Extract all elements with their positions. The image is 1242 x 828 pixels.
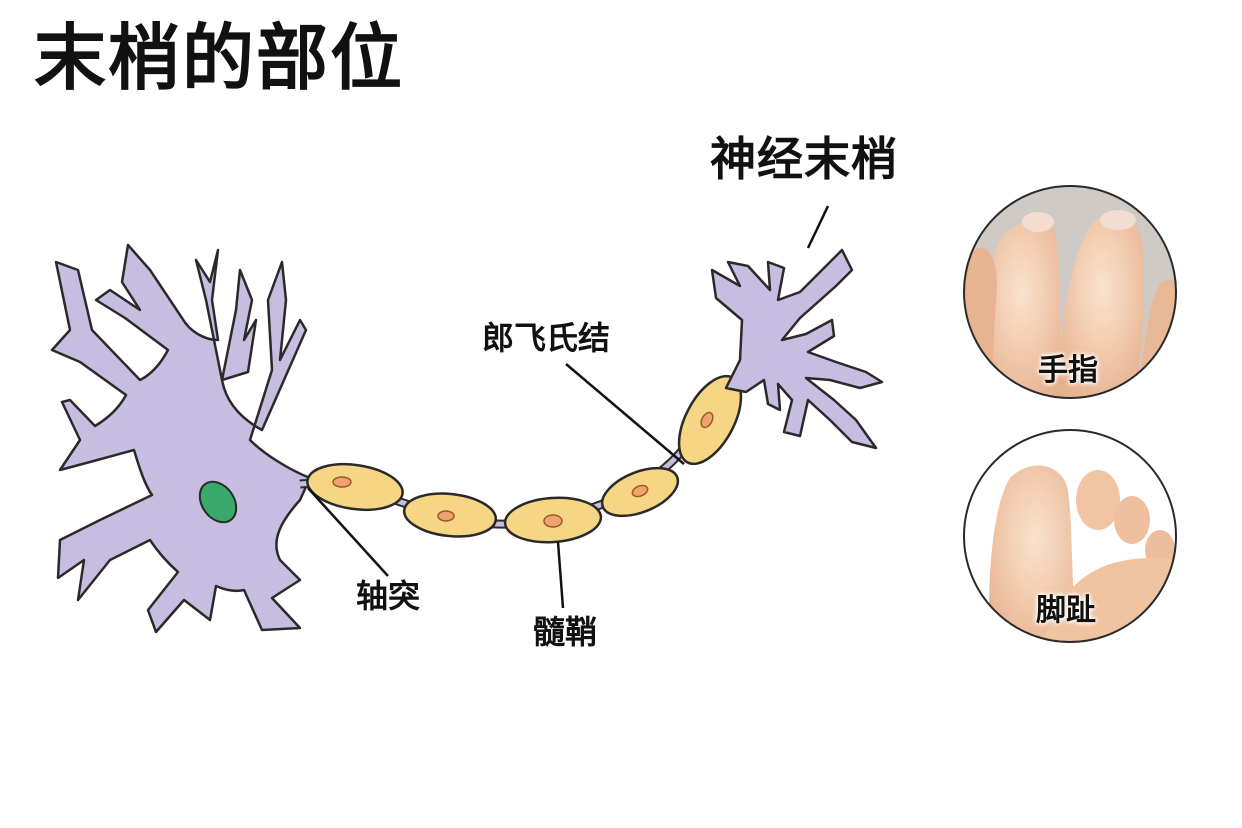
label-nerve-ending: 神经末梢 — [710, 132, 898, 186]
cell-body — [50, 243, 312, 634]
myelin-segment — [306, 462, 404, 512]
leader-nerve-ending — [806, 205, 830, 249]
label-node-of-ranvier: 郎飞氏结 — [482, 319, 611, 357]
label-myelin-sheath: 髓鞘 — [533, 613, 598, 651]
leader-node-of-ranvier — [565, 363, 685, 465]
page-title: 末梢的部位 — [34, 16, 405, 100]
leader-axon — [307, 487, 389, 577]
label-finger: 手指 — [1038, 353, 1098, 388]
axon-terminal — [710, 248, 884, 450]
label-axon: 轴突 — [356, 577, 421, 615]
label-toe: 脚趾 — [1036, 593, 1096, 628]
nucleus — [198, 480, 238, 524]
myelin-sheath — [306, 374, 743, 544]
leader-myelin — [556, 541, 565, 609]
leader-lines — [307, 205, 830, 609]
myelin-cores — [332, 411, 714, 528]
